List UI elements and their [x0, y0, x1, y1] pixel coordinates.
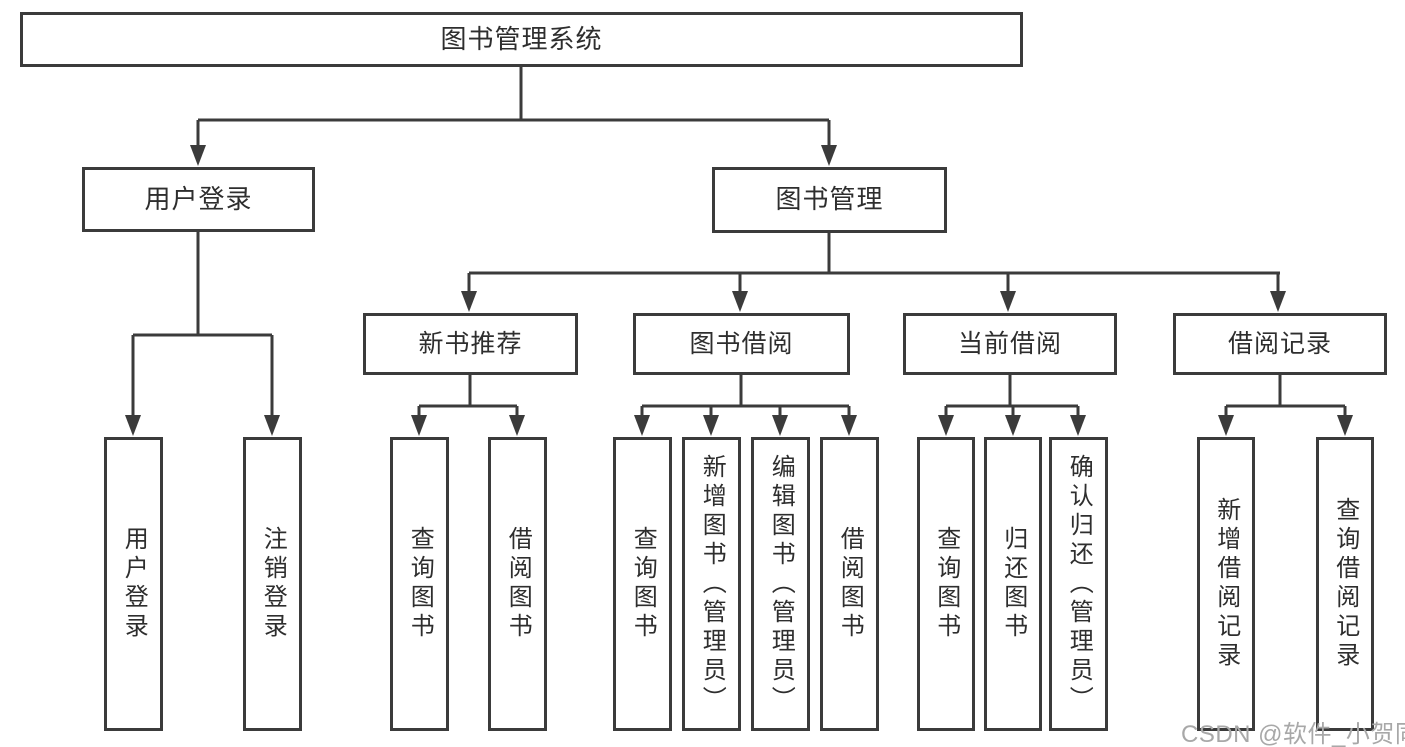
node-new-book-recommend: 新书推荐 [363, 313, 578, 375]
node-edit-books-admin: 编辑图书（管理员） [751, 437, 810, 731]
node-book-management: 图书管理 [712, 167, 947, 233]
node-confirm-return-admin: 确认归还（管理员） [1049, 437, 1108, 731]
node-borrow-books-leaf: 借阅图书 [820, 437, 879, 731]
node-recommend-borrow-books: 借阅图书 [488, 437, 547, 731]
node-add-borrow-record: 新增借阅记录 [1197, 437, 1255, 731]
node-user-login-branch: 用户登录 [82, 167, 315, 232]
node-logout: 注销登录 [243, 437, 302, 731]
node-borrow-records: 借阅记录 [1173, 313, 1387, 375]
node-user-login-leaf: 用户登录 [104, 437, 163, 731]
node-add-books-admin: 新增图书（管理员） [682, 437, 741, 731]
node-return-books: 归还图书 [984, 437, 1042, 731]
node-book-borrow: 图书借阅 [633, 313, 850, 375]
node-current-query-books: 查询图书 [917, 437, 975, 731]
node-library-system: 图书管理系统 [20, 12, 1023, 67]
node-borrow-query-books: 查询图书 [613, 437, 672, 731]
csdn-watermark: CSDN @软件_小贺同学 [1181, 721, 1405, 747]
node-current-borrow: 当前借阅 [903, 313, 1117, 375]
node-recommend-query-books: 查询图书 [390, 437, 449, 731]
node-query-borrow-record: 查询借阅记录 [1316, 437, 1374, 731]
